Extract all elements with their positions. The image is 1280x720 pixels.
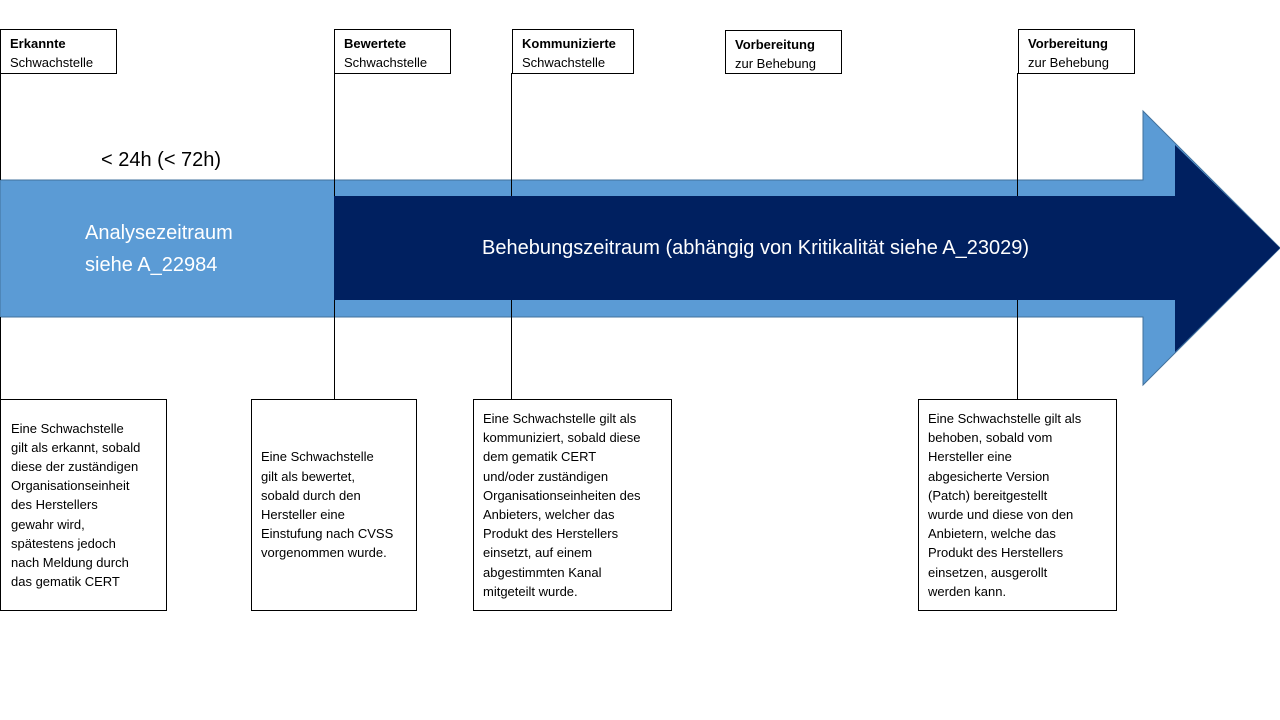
inner-arrow (334, 145, 1280, 352)
milestone-subtitle: zur Behebung (735, 56, 816, 71)
milestone-subtitle: Schwachstelle (522, 55, 606, 70)
fix-period-label: Behebungszeitraum (abhängig von Kritikal… (482, 237, 1030, 259)
timeframe-label: < 24h (< 72h) (101, 149, 222, 171)
description-bewertet: Eine Schwachstelle gilt als bewertet, so… (251, 399, 417, 611)
description-text: Eine Schwachstelle gilt als kommuniziert… (483, 411, 641, 599)
milestone-subtitle: Schwachstelle (344, 55, 428, 70)
milestone-label-erkannt: Erkannte Schwachstelle (0, 29, 117, 74)
milestone-subtitle: zur Behebung (1028, 55, 1109, 70)
description-erkannt: Eine Schwachstelle gilt als erkannt, sob… (0, 399, 167, 611)
description-text: Eine Schwachstelle gilt als erkannt, sob… (11, 420, 141, 590)
description-kommuniziert: Eine Schwachstelle gilt als kommuniziert… (473, 399, 672, 611)
milestone-title: Vorbereitung (1028, 36, 1108, 51)
analysis-period-label: Analysezeitraum siehe A_22984 (85, 222, 233, 276)
milestone-title: Erkannte (10, 36, 66, 51)
milestone-label-bewertet: Bewertete Schwachstelle (334, 29, 451, 74)
milestone-label-vorbereitung-2: Vorbereitung zur Behebung (1018, 29, 1135, 74)
milestone-title: Bewertete (344, 36, 407, 51)
description-text: Eine Schwachstelle gilt als bewertet, so… (261, 449, 394, 561)
description-behoben: Eine Schwachstelle gilt als behoben, sob… (918, 399, 1117, 611)
milestone-title: Vorbereitung (735, 37, 815, 52)
milestone-subtitle: Schwachstelle (10, 55, 94, 70)
milestone-label-vorbereitung-1: Vorbereitung zur Behebung (725, 30, 842, 74)
milestone-label-kommuniziert: Kommunizierte Schwachstelle (512, 29, 634, 74)
description-text: Eine Schwachstelle gilt als behoben, sob… (928, 411, 1082, 599)
milestone-title: Kommunizierte (522, 36, 616, 51)
